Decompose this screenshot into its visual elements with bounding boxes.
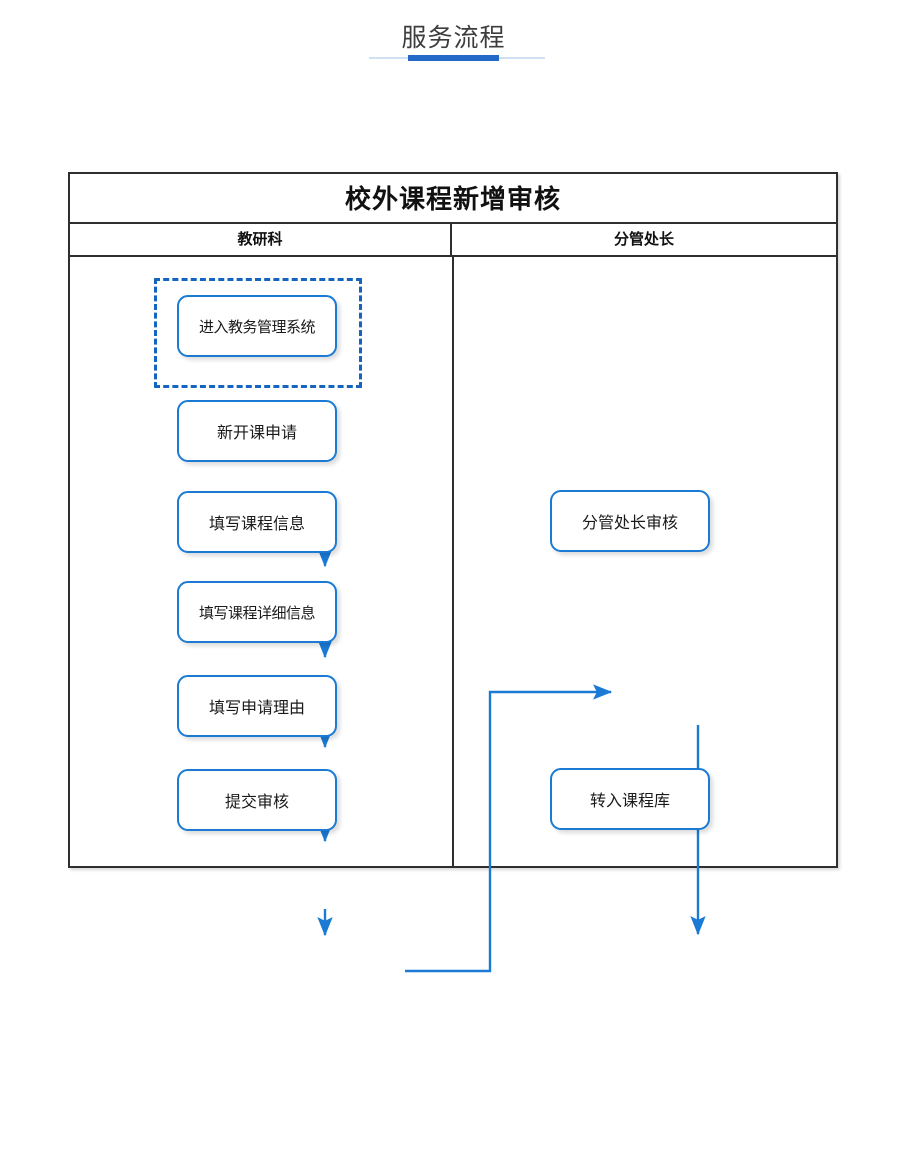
node-label: 提交审核 xyxy=(224,794,289,811)
page-header: 服务流程 xyxy=(0,0,907,80)
page-title: 服务流程 xyxy=(401,24,506,52)
node-apply-reason[interactable]: 填写申请理由 xyxy=(177,675,337,737)
node-course-info[interactable]: 填写课程信息 xyxy=(177,491,337,553)
node-label: 填写课程信息 xyxy=(208,516,305,533)
lane-header-fenguanchuzhang: 分管处长 xyxy=(613,231,674,248)
lane-body xyxy=(70,257,836,866)
node-label: 填写申请理由 xyxy=(208,700,305,717)
node-chief-review[interactable]: 分管处长审核 xyxy=(550,490,710,552)
title-underline-accent xyxy=(408,55,499,61)
lane-header-row: 教研科 分管处长 xyxy=(70,224,836,257)
lane-header-jiaoyanke: 教研科 xyxy=(70,224,452,255)
lane-divider xyxy=(452,257,454,866)
node-label: 进入教务管理系统 xyxy=(198,318,316,336)
node-submit-review[interactable]: 提交审核 xyxy=(177,769,337,831)
node-label: 分管处长审核 xyxy=(581,515,678,532)
node-label: 新开课申请 xyxy=(216,425,297,442)
swimlane-diagram: 校外课程新增审核 教研科 分管处长 进入教务管理系统 新开课申请 xyxy=(68,172,838,973)
node-into-library[interactable]: 转入课程库 xyxy=(550,768,710,830)
node-course-detail[interactable]: 填写课程详细信息 xyxy=(177,581,337,643)
node-new-course[interactable]: 新开课申请 xyxy=(177,400,337,462)
diagram-title: 校外课程新增审核 xyxy=(70,174,836,224)
selection-marquee[interactable] xyxy=(154,278,362,388)
node-label: 转入课程库 xyxy=(589,793,670,810)
node-enter-system[interactable]: 进入教务管理系统 xyxy=(177,295,337,357)
node-label: 填写课程详细信息 xyxy=(198,604,316,622)
